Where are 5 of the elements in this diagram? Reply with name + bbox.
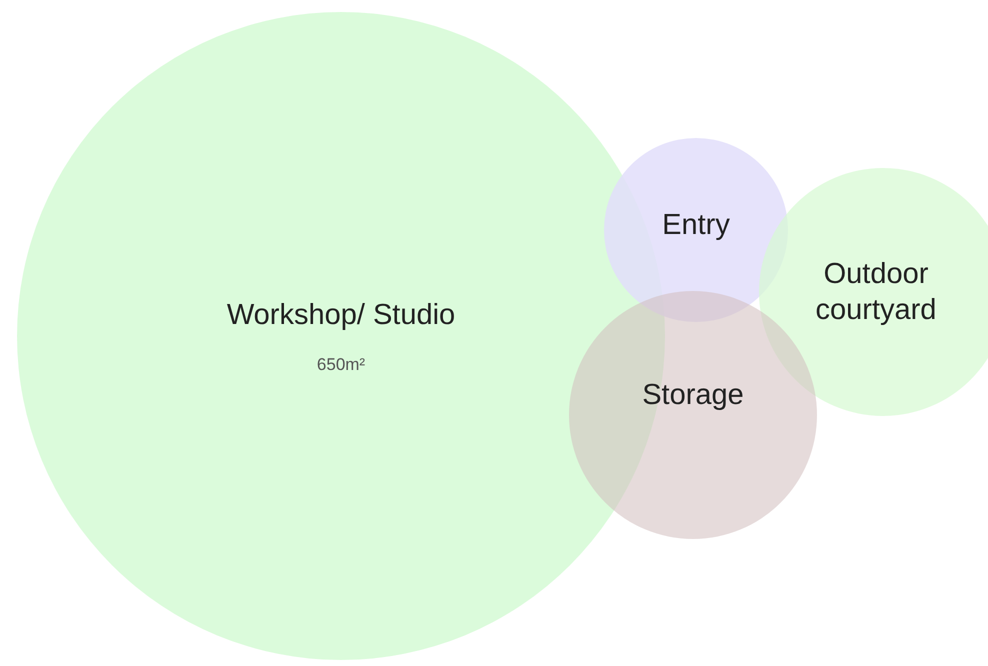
room-name: Entry <box>662 208 730 243</box>
room-name: Storage <box>642 378 744 413</box>
room-name: Outdoor courtyard <box>814 256 938 328</box>
area-label: 650m² <box>316 355 366 376</box>
room-name: Workshop/ Studio <box>226 298 456 333</box>
